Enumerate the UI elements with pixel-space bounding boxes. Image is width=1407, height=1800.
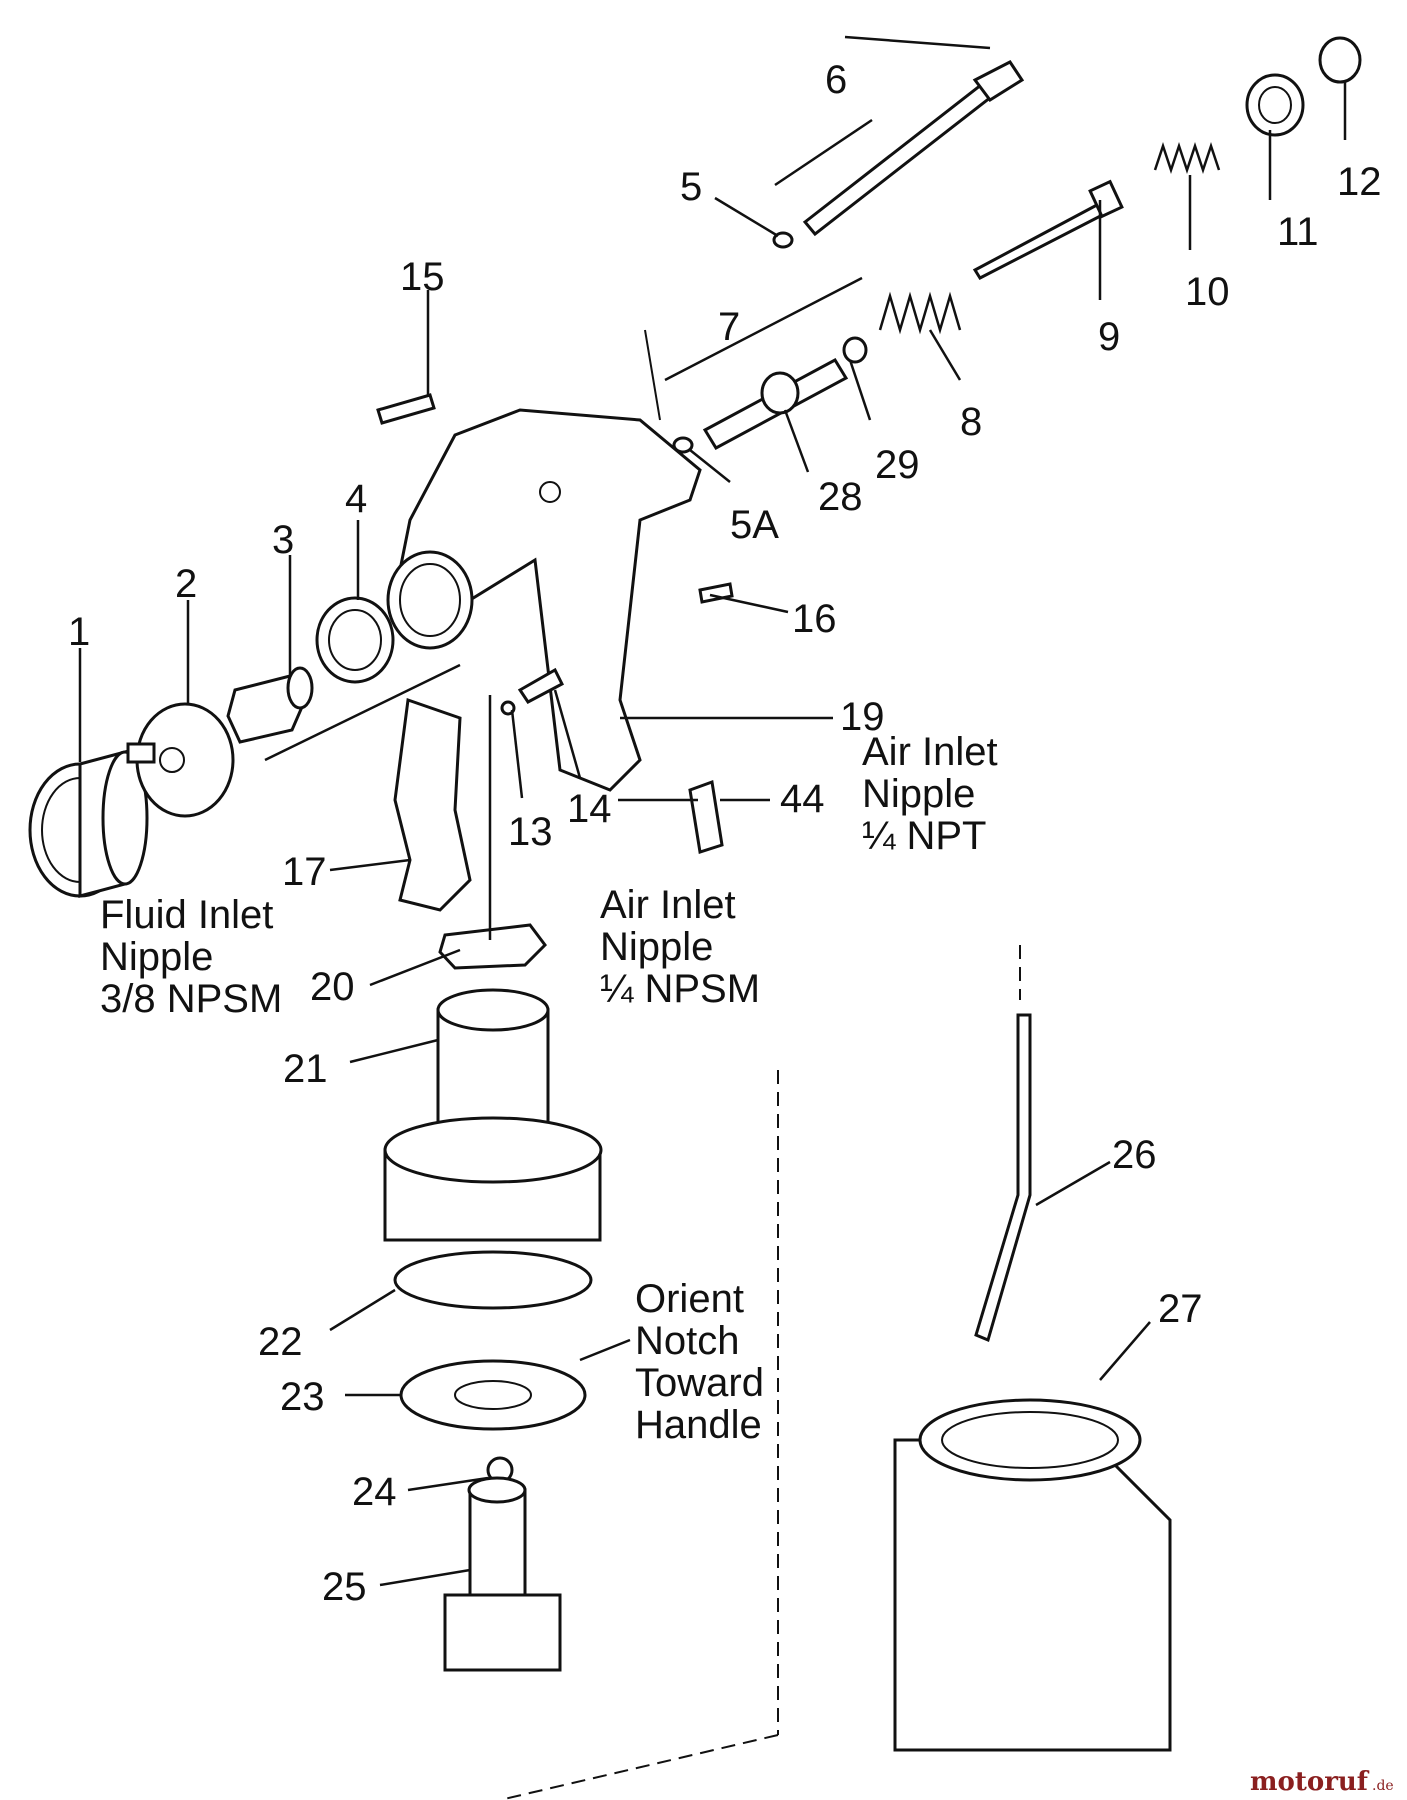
note-air-inlet-nipple-npsm: Air Inlet Nipple ¼ NPSM bbox=[600, 883, 760, 1011]
label-16: 16 bbox=[792, 597, 837, 641]
part-26-siphon-tube bbox=[974, 1013, 1032, 1343]
label-28: 28 bbox=[818, 475, 863, 519]
part-22-ring-gasket bbox=[393, 1250, 593, 1310]
label-11: 11 bbox=[1277, 210, 1319, 254]
part-5A-washer bbox=[672, 436, 694, 454]
svg-text:¼ NPSM: ¼ NPSM bbox=[600, 967, 760, 1011]
label-1: 1 bbox=[68, 610, 90, 654]
part-14-valve-plug bbox=[517, 667, 564, 704]
svg-text:motoruf: motoruf bbox=[1250, 1767, 1370, 1797]
label-14: 14 bbox=[567, 787, 612, 831]
svg-text:Air Inlet: Air Inlet bbox=[862, 730, 998, 774]
part-27-paint-cup bbox=[893, 1398, 1172, 1752]
label-27: 27 bbox=[1158, 1287, 1203, 1331]
svg-text:3/8 NPSM: 3/8 NPSM bbox=[100, 977, 282, 1021]
part-15-trigger-pin bbox=[376, 393, 436, 425]
label-13: 13 bbox=[508, 810, 553, 854]
svg-text:Air Inlet: Air Inlet bbox=[600, 883, 736, 927]
label-7: 7 bbox=[718, 305, 740, 349]
part-29-washer bbox=[842, 336, 868, 364]
label-12: 12 bbox=[1337, 160, 1382, 204]
part-2-air-cap bbox=[126, 702, 235, 818]
label-29: 29 bbox=[875, 443, 920, 487]
part-17-trigger bbox=[393, 697, 472, 912]
note-air-inlet-nipple-npt: Air Inlet Nipple ¼ NPT bbox=[862, 730, 998, 858]
part-4-baffle-ring bbox=[315, 596, 395, 684]
label-19: 19 bbox=[840, 695, 885, 739]
part-6-spreader-valve bbox=[802, 60, 1025, 237]
label-2: 2 bbox=[175, 562, 197, 606]
svg-text:¼ NPT: ¼ NPT bbox=[862, 814, 986, 858]
note-fluid-inlet-nipple: Fluid Inlet Nipple 3/8 NPSM bbox=[100, 893, 282, 1021]
label-17: 17 bbox=[282, 850, 327, 894]
label-15: 15 bbox=[400, 255, 445, 299]
label-6: 6 bbox=[825, 58, 847, 102]
label-23: 23 bbox=[280, 1375, 325, 1419]
part-28-valve-assembly bbox=[702, 358, 849, 450]
leader-lines bbox=[78, 35, 1347, 1587]
svg-text:Notch: Notch bbox=[635, 1319, 740, 1363]
label-5: 5 bbox=[680, 165, 702, 209]
assembly-line-cup bbox=[499, 945, 1021, 1800]
label-44: 44 bbox=[780, 777, 825, 821]
part-10-spring bbox=[1153, 142, 1221, 174]
label-20: 20 bbox=[310, 965, 355, 1009]
note-orient-notch: Orient Notch Toward Handle bbox=[635, 1277, 764, 1447]
svg-text:.de: .de bbox=[1372, 1778, 1394, 1794]
label-26: 26 bbox=[1112, 1133, 1157, 1177]
part-5-washer bbox=[772, 231, 794, 249]
watermark-logo: motoruf .de bbox=[1250, 1767, 1394, 1797]
assembly-line-5 bbox=[644, 329, 661, 421]
label-8: 8 bbox=[960, 400, 982, 444]
label-10: 10 bbox=[1185, 270, 1230, 314]
part-25-fluid-tube-base bbox=[443, 1476, 562, 1672]
part-12-control-knob bbox=[1318, 36, 1362, 84]
svg-text:Nipple: Nipple bbox=[862, 772, 975, 816]
part-23-cup-gasket bbox=[399, 1359, 587, 1431]
label-25: 25 bbox=[322, 1565, 367, 1609]
part-number-labels: 1 2 3 4 5 5A 6 7 8 9 10 11 12 13 14 15 1… bbox=[68, 58, 1382, 1609]
part-21-cup-cover bbox=[383, 988, 603, 1242]
label-9: 9 bbox=[1098, 315, 1120, 359]
part-44-air-inlet-nipple bbox=[688, 779, 724, 854]
label-4: 4 bbox=[345, 477, 367, 521]
part-1-air-cap-ring bbox=[28, 750, 149, 898]
label-22: 22 bbox=[258, 1320, 303, 1364]
svg-text:Nipple: Nipple bbox=[600, 925, 713, 969]
part-3-fluid-tip bbox=[226, 666, 314, 744]
svg-text:Toward: Toward bbox=[635, 1361, 764, 1405]
label-24: 24 bbox=[352, 1470, 397, 1514]
part-20-gasket bbox=[438, 923, 547, 970]
part-8-spring bbox=[878, 291, 962, 335]
label-21: 21 bbox=[283, 1047, 328, 1091]
label-3: 3 bbox=[272, 518, 294, 562]
part-9-fluid-needle bbox=[972, 179, 1124, 280]
part-11-adjusting-nut bbox=[1245, 73, 1305, 137]
part-19-gun-body bbox=[386, 408, 702, 792]
svg-text:Orient: Orient bbox=[635, 1277, 744, 1321]
svg-text:Handle: Handle bbox=[635, 1403, 762, 1447]
svg-text:Fluid Inlet: Fluid Inlet bbox=[100, 893, 273, 937]
svg-text:Nipple: Nipple bbox=[100, 935, 213, 979]
label-5A: 5A bbox=[730, 503, 779, 547]
